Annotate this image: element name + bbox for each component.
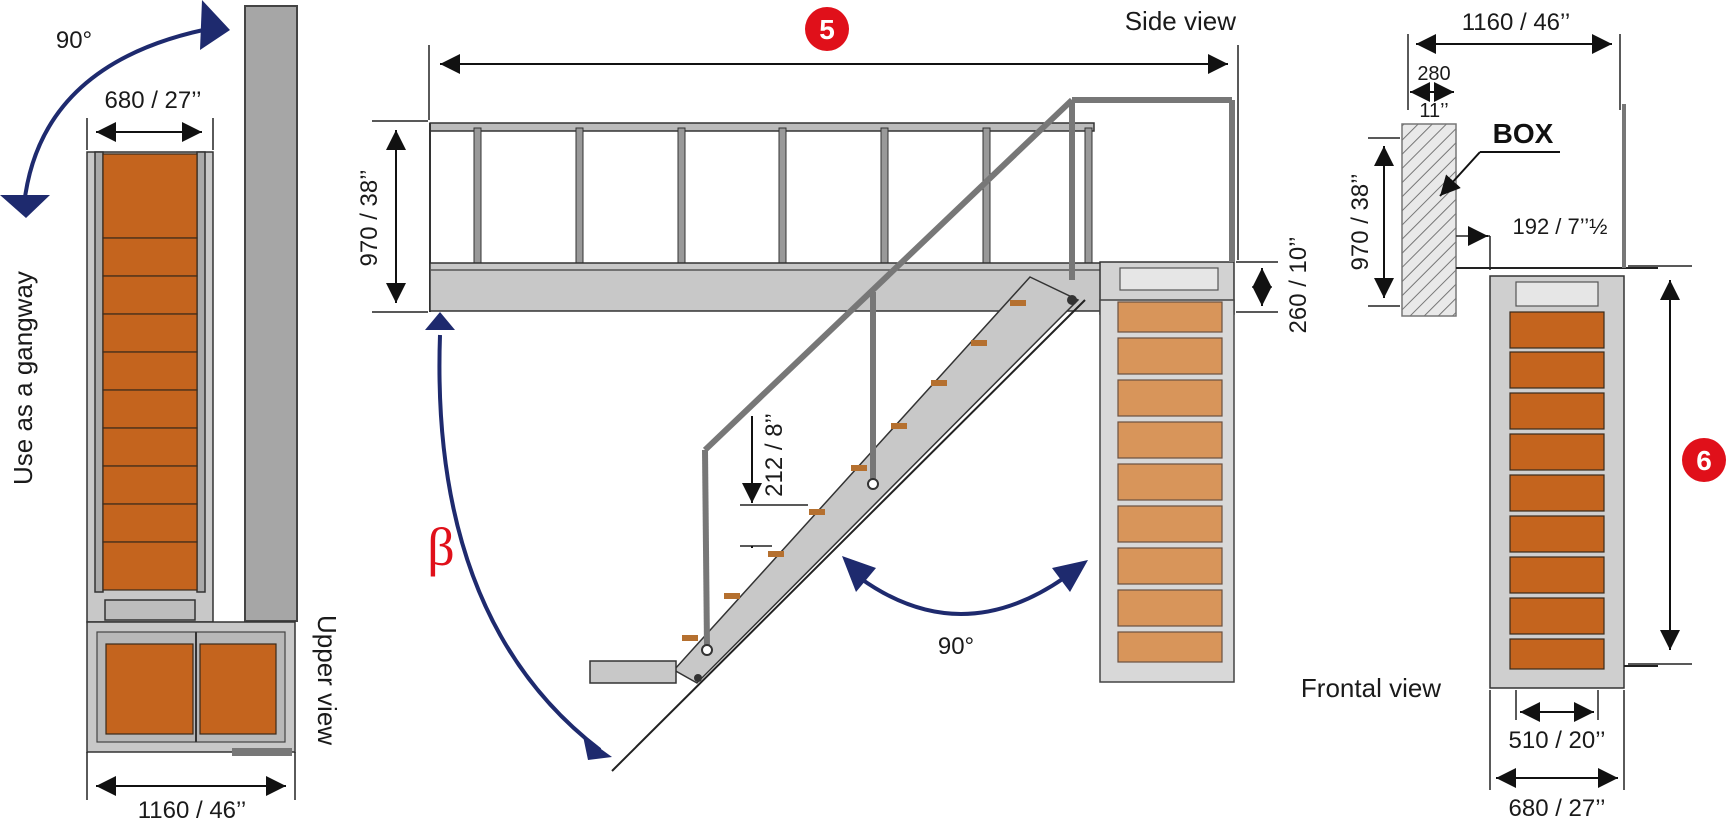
frontal-width-outer: 680 / 27’’ bbox=[1509, 795, 1606, 822]
badge-5-number: 5 bbox=[819, 14, 835, 45]
frontal-view: 1160 / 46’’ 280 11’’ BOX 970 / 38’’ 192 … bbox=[1301, 9, 1726, 822]
upper-view-caption: Upper view bbox=[312, 615, 342, 745]
angle-baseline bbox=[611, 299, 1086, 772]
stored-treads bbox=[1117, 301, 1223, 663]
arrowhead-icon bbox=[842, 556, 876, 592]
upper-width-top: 680 / 27’’ bbox=[105, 87, 202, 114]
box-width-mm: 280 bbox=[1417, 63, 1450, 85]
box-hatched bbox=[1401, 123, 1457, 317]
side-view-caption: Side view bbox=[1125, 6, 1236, 36]
badge-6-number: 6 bbox=[1696, 445, 1712, 476]
handrail bbox=[702, 97, 1075, 453]
wall-column bbox=[244, 5, 298, 622]
arrowhead-icon bbox=[583, 736, 612, 760]
rotate-arc bbox=[858, 576, 1066, 616]
rotation-arrow bbox=[22, 25, 219, 206]
gangway-deck bbox=[429, 262, 1103, 312]
frontal-gap: 192 / 7’’½ bbox=[1512, 214, 1607, 239]
arrowhead-icon bbox=[200, 0, 230, 50]
balusters bbox=[473, 127, 1093, 265]
upper-view: 90° 680 / 27’’ 1160 / 46’’ Use as a gang… bbox=[0, 0, 342, 824]
stair-treads bbox=[682, 300, 1026, 641]
side-rotate-angle: 90° bbox=[938, 633, 974, 660]
beta-symbol: β bbox=[427, 517, 454, 577]
side-view: 5 Side view bbox=[356, 6, 1312, 772]
frontal-view-caption: Frontal view bbox=[1301, 673, 1441, 703]
arrowhead-icon bbox=[425, 312, 455, 330]
side-step-rise: 212 / 8’’ bbox=[761, 413, 788, 497]
side-height-platform: 260 / 10’’ bbox=[1285, 237, 1312, 334]
badge-6 bbox=[1682, 438, 1726, 482]
side-height-rail: 970 / 38’’ bbox=[356, 170, 383, 267]
box-leader bbox=[1439, 151, 1481, 197]
upper-width-bottom: 1160 / 46’’ bbox=[138, 797, 247, 824]
frontal-width-top: 1160 / 46’’ bbox=[1462, 9, 1571, 36]
arrowhead-icon bbox=[1052, 560, 1088, 592]
frontal-width-inner: 510 / 20’’ bbox=[1509, 727, 1606, 754]
stair-foot bbox=[589, 660, 677, 684]
frontal-height-rail: 970 / 38’’ bbox=[1347, 174, 1374, 271]
badge-5 bbox=[805, 7, 849, 51]
box-width-in: 11’’ bbox=[1419, 100, 1448, 122]
frontal-treads bbox=[1509, 311, 1605, 670]
arrowhead-icon bbox=[0, 195, 50, 218]
upper-angle-label: 90° bbox=[56, 27, 92, 54]
gangway-caption: Use as a gangway bbox=[8, 271, 38, 485]
upper-treads bbox=[102, 153, 198, 591]
beta-arc bbox=[437, 334, 602, 752]
top-rail bbox=[429, 122, 1095, 132]
box-label: BOX bbox=[1493, 118, 1554, 149]
